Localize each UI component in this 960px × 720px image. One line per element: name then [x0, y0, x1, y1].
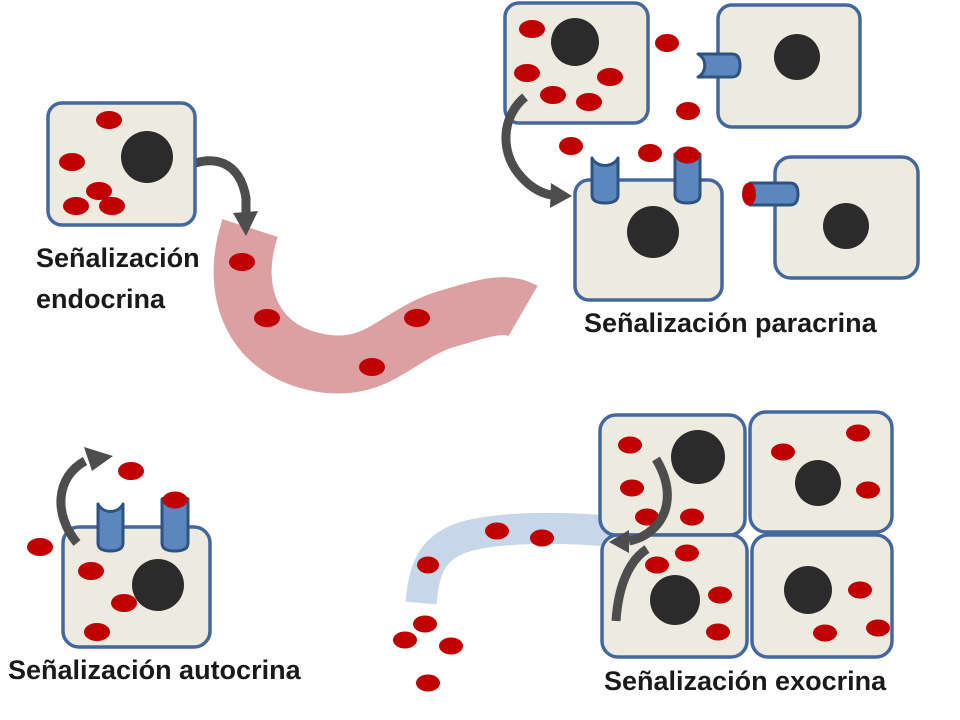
signal-molecule	[86, 182, 112, 200]
signal-molecule	[708, 586, 732, 604]
signal-molecule	[597, 68, 623, 86]
secretion-arrowhead	[609, 530, 629, 553]
paracrine-label: Señalización paracrina	[584, 308, 877, 338]
signal-molecule-in-duct	[485, 522, 509, 540]
signal-molecule-in-duct	[417, 556, 439, 574]
blood-vessel	[213, 219, 538, 394]
signal-molecule	[655, 34, 679, 52]
signal-molecule	[635, 508, 659, 526]
signal-molecule	[96, 111, 122, 129]
nucleus	[551, 18, 599, 66]
signal-molecule	[63, 197, 89, 215]
signal-molecule	[576, 93, 602, 111]
signal-molecule	[559, 137, 583, 155]
nucleus	[121, 131, 173, 183]
signal-molecule-in-vessel	[254, 309, 280, 327]
bound-signal-molecule	[675, 146, 700, 164]
signal-molecule	[118, 462, 144, 480]
signal-molecule	[866, 619, 890, 637]
exocrine-label: Señalización exocrina	[604, 666, 887, 696]
signal-molecule	[84, 623, 110, 641]
signal-molecule-in-vessel	[404, 309, 430, 327]
open-receptor-icon	[590, 156, 620, 205]
secretion-arrowhead	[233, 211, 258, 236]
signal-molecule	[540, 86, 566, 104]
signal-molecule	[618, 436, 642, 454]
signal-molecule	[675, 544, 699, 562]
signal-molecule	[519, 20, 545, 38]
released-signal-molecule	[416, 674, 440, 692]
released-signal-molecule	[439, 637, 463, 655]
endocrine-label: Señalización endocrina	[36, 243, 200, 314]
open-receptor-icon	[696, 52, 742, 79]
self-signaling-arrowhead	[84, 447, 113, 471]
signal-molecule	[514, 64, 540, 82]
signal-molecule	[680, 508, 704, 526]
endocrine-panel	[46, 101, 538, 394]
signal-molecule	[111, 594, 137, 612]
released-signal-molecule	[393, 631, 417, 649]
signal-molecule	[645, 556, 669, 574]
released-signal-molecule	[413, 615, 437, 633]
signal-molecule	[27, 538, 53, 556]
secretion-arrowhead	[550, 183, 572, 208]
self-signaling-arrow	[56, 457, 88, 546]
nucleus	[650, 575, 700, 625]
signal-molecule	[856, 481, 880, 499]
signal-molecule	[771, 443, 795, 461]
signal-molecule	[813, 624, 837, 642]
paracrine-panel	[501, 1, 920, 302]
nucleus	[784, 566, 832, 614]
nucleus	[823, 203, 869, 249]
signal-molecule	[846, 424, 870, 442]
secretion-arrow	[501, 93, 553, 200]
signal-molecule	[706, 623, 730, 641]
autocrine-panel	[27, 447, 212, 649]
nucleus	[627, 206, 679, 258]
bound-signal-molecule	[742, 182, 756, 206]
nucleus	[132, 559, 184, 611]
nucleus	[671, 430, 725, 484]
exocrine-duct	[405, 512, 620, 605]
open-receptor-icon	[96, 502, 125, 553]
signal-molecule	[78, 562, 104, 580]
signal-molecule	[638, 144, 662, 162]
signal-molecule	[99, 197, 125, 215]
signal-molecule	[848, 581, 872, 599]
bound-signal-molecule	[162, 491, 188, 509]
secretion-arrow	[611, 545, 650, 622]
signal-molecule	[59, 153, 85, 171]
signal-molecule-in-vessel	[359, 358, 385, 376]
exocrine-panel	[393, 410, 894, 692]
exocrine-gland-cell	[598, 413, 747, 537]
autocrine-label: Señalización autocrina	[8, 655, 301, 685]
nucleus	[774, 34, 820, 80]
signal-molecule	[676, 102, 700, 120]
signal-molecule	[620, 479, 644, 497]
secretion-arrow	[628, 456, 672, 546]
nucleus	[795, 460, 841, 506]
signal-molecule-in-duct	[530, 529, 554, 547]
signal-molecule-in-vessel	[229, 253, 255, 271]
endocrine-cell-membrane	[46, 101, 197, 227]
